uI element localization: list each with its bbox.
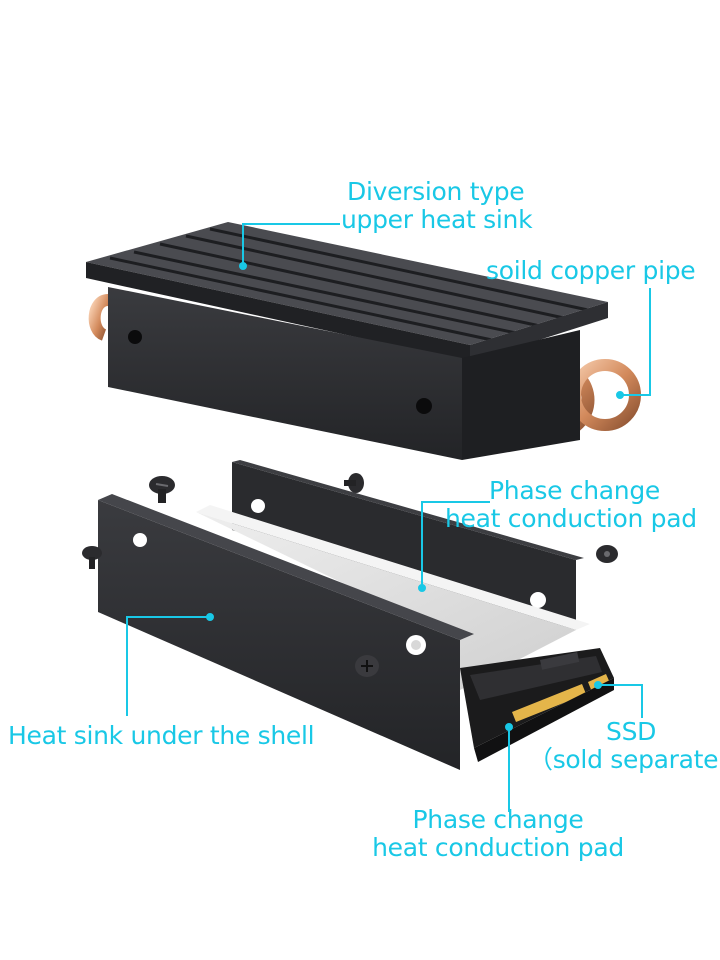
lower-shell: [98, 460, 614, 770]
callout-line-copper-pipe: [620, 288, 651, 396]
upper-fins-end: [470, 302, 608, 362]
label-ssd: SSD （sold separately: [528, 718, 720, 774]
fin-grooves: [109, 227, 589, 342]
upper-base-front: [108, 287, 462, 460]
screw-2: [344, 473, 364, 493]
upper-fins-front: [86, 262, 470, 362]
callout-line-pad-top: [421, 501, 490, 588]
front-plate-top-edge: [98, 494, 474, 640]
label-pad-top-line1: Phase change: [489, 476, 660, 505]
back-rail-hole-2: [530, 592, 546, 608]
label-pad-bottom-line1: Phase change: [412, 805, 584, 834]
upper-base-end: [462, 330, 580, 460]
label-pad-top-line2: heat conduction pad: [445, 504, 697, 533]
screw-4: [596, 545, 618, 563]
screw-5: [355, 655, 379, 677]
callout-line-shell: [126, 616, 210, 716]
label-copper-pipe: soild copper pipe: [486, 256, 696, 285]
label-ssd-line1: SSD: [606, 717, 657, 746]
upper-mount-hole-left: [128, 330, 142, 344]
front-plate-hole-1: [133, 533, 147, 547]
label-pad-top: Phase change heat conduction pad: [445, 477, 697, 533]
screw-3: [82, 546, 102, 569]
screw-1: [149, 476, 175, 503]
label-upper-heat-sink: Diversion type upper heat sink: [341, 177, 533, 234]
callout-line-upper-sink: [242, 223, 340, 266]
label-ssd-line2: （sold separately: [528, 745, 720, 774]
callout-line-ssd: [598, 684, 643, 718]
callout-lines: [126, 223, 651, 812]
back-rail: [232, 462, 576, 630]
label-shell-sink: Heat sink under the shell: [8, 721, 315, 750]
upper-mount-hole-right: [416, 398, 432, 414]
label-upper-heat-sink-line1: Diversion type: [347, 177, 525, 206]
screws: [82, 473, 618, 677]
back-rail-hole-1: [251, 499, 265, 513]
upper-heat-sink: [86, 222, 641, 460]
label-pad-bottom: Phase change heat conduction pad: [362, 806, 634, 862]
label-upper-heat-sink-line2: upper heat sink: [341, 205, 533, 234]
label-pad-bottom-line2: heat conduction pad: [372, 833, 624, 862]
front-plate: [98, 500, 460, 770]
